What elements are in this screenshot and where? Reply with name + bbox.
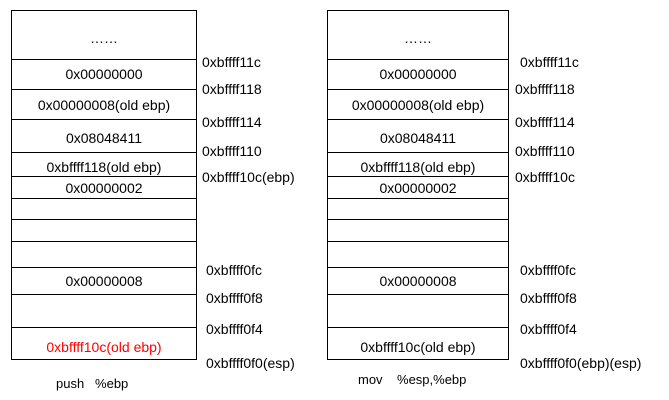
- address-label: 0xbffff118: [515, 81, 575, 97]
- stack-cell-118: 0x00000008(old ebp): [12, 89, 196, 120]
- left-stack-diagram: …… 0x00000000 0x00000008(old ebp) 0x0804…: [11, 10, 197, 360]
- stack-cell-ellipsis: ……: [12, 11, 196, 60]
- stack-cell-0f4: 0xbffff10c(old ebp): [12, 327, 196, 359]
- stack-cell-0fc: 0x00000008: [328, 267, 508, 295]
- address-label: 0xbffff110: [515, 143, 575, 159]
- address-label: 0xbffff0f8: [520, 290, 577, 306]
- stack-cell-11c: 0x00000000: [328, 59, 508, 90]
- stack-cell-0f8: [12, 294, 196, 328]
- stack-cell-empty: [328, 241, 508, 268]
- stack-cell-10c: 0x00000002: [328, 176, 508, 199]
- address-label: 0xbffff114: [202, 114, 262, 130]
- stack-cell-empty: [12, 198, 196, 220]
- address-label-ebp: 0xbffff10c(ebp): [202, 169, 295, 185]
- address-label: 0xbffff0fc: [206, 262, 263, 278]
- stack-cell-11c: 0x00000000: [12, 59, 196, 90]
- stack-cell-114: 0x08048411: [328, 119, 508, 153]
- address-label-ebp-esp: 0xbffff0f0(ebp)(esp): [520, 355, 642, 371]
- stack-cell-0f8: [328, 294, 508, 328]
- address-label: 0xbffff10c: [515, 169, 575, 185]
- stack-cell-10c: 0x00000002: [12, 176, 196, 199]
- pushed-old-ebp-value: 0xbffff10c(old ebp): [46, 339, 162, 355]
- left-caption: push %ebp: [56, 376, 129, 391]
- address-label-esp: 0xbffff0f0(esp): [206, 355, 295, 371]
- address-label: 0xbffff11c: [520, 54, 579, 70]
- address-label: 0xbffff11c: [202, 54, 261, 70]
- address-label: 0xbffff0f4: [206, 321, 263, 337]
- stack-cell-empty: [328, 198, 508, 220]
- stack-cell-110: 0xbffff118(old ebp): [328, 152, 508, 177]
- right-stack-diagram: …… 0x00000000 0x00000008(old ebp) 0x0804…: [327, 10, 509, 360]
- stack-cell-0f4: 0xbffff10c(old ebp): [360, 339, 476, 355]
- stack-cell-empty: [328, 219, 508, 242]
- stack-cell-118: 0x00000008(old ebp): [328, 89, 508, 120]
- stack-cell-114: 0x08048411: [12, 119, 196, 153]
- stack-cell-empty: [12, 241, 196, 268]
- address-label: 0xbffff0f8: [206, 290, 263, 306]
- address-label: 0xbffff0f4: [520, 321, 577, 337]
- address-label: 0xbffff0fc: [520, 262, 577, 278]
- stack-cell-110: 0xbffff118(old ebp): [12, 152, 196, 177]
- address-label: 0xbffff110: [202, 143, 262, 159]
- stack-cell-ellipsis: ……: [328, 11, 508, 60]
- right-caption: mov %esp,%ebp: [358, 372, 467, 387]
- address-label: 0xbffff114: [515, 114, 575, 130]
- stack-cell-0fc: 0x00000008: [12, 267, 196, 295]
- stack-cell-empty: [12, 219, 196, 242]
- address-label: 0xbffff118: [202, 81, 262, 97]
